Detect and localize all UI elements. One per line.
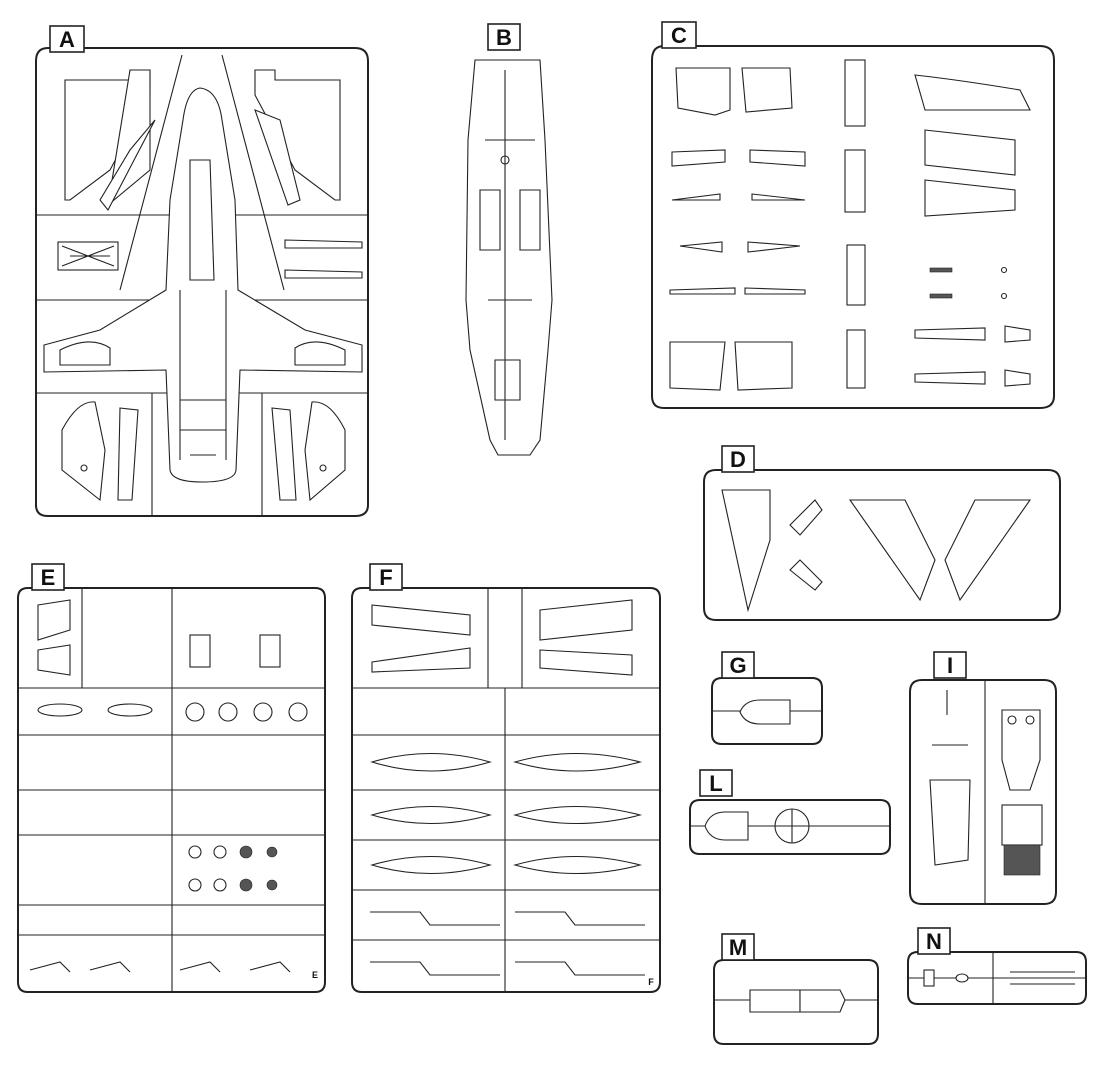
sprue-c-label: C: [671, 23, 687, 48]
sprue-e-corner-mark: E: [312, 970, 318, 980]
sprue-a: A: [35, 25, 369, 517]
sprue-m: M: [713, 933, 879, 1045]
sprue-c: C: [651, 21, 1055, 409]
sprue-e: E E: [17, 563, 326, 993]
sprue-e-label: E: [41, 565, 56, 590]
sprue-f-corner-mark: F: [648, 977, 654, 987]
sprue-b: B: [465, 23, 553, 456]
sprue-n-label: N: [926, 929, 942, 954]
sprue-f-label: F: [379, 565, 392, 590]
sprue-l: L: [689, 769, 891, 855]
sprue-m-label: M: [729, 935, 747, 960]
sprue-i: I: [909, 651, 1057, 905]
sprue-g-label: G: [729, 653, 746, 678]
sprue-d: D: [703, 445, 1061, 621]
sprue-a-label: A: [59, 27, 75, 52]
sprue-i-label: I: [947, 653, 953, 678]
sprue-l-label: L: [709, 771, 722, 796]
sprue-f: F F: [351, 563, 661, 993]
sprue-b-label: B: [496, 25, 512, 50]
sprue-g: G: [711, 651, 823, 745]
sprue-n: N: [907, 927, 1087, 1005]
sprue-d-label: D: [730, 447, 746, 472]
